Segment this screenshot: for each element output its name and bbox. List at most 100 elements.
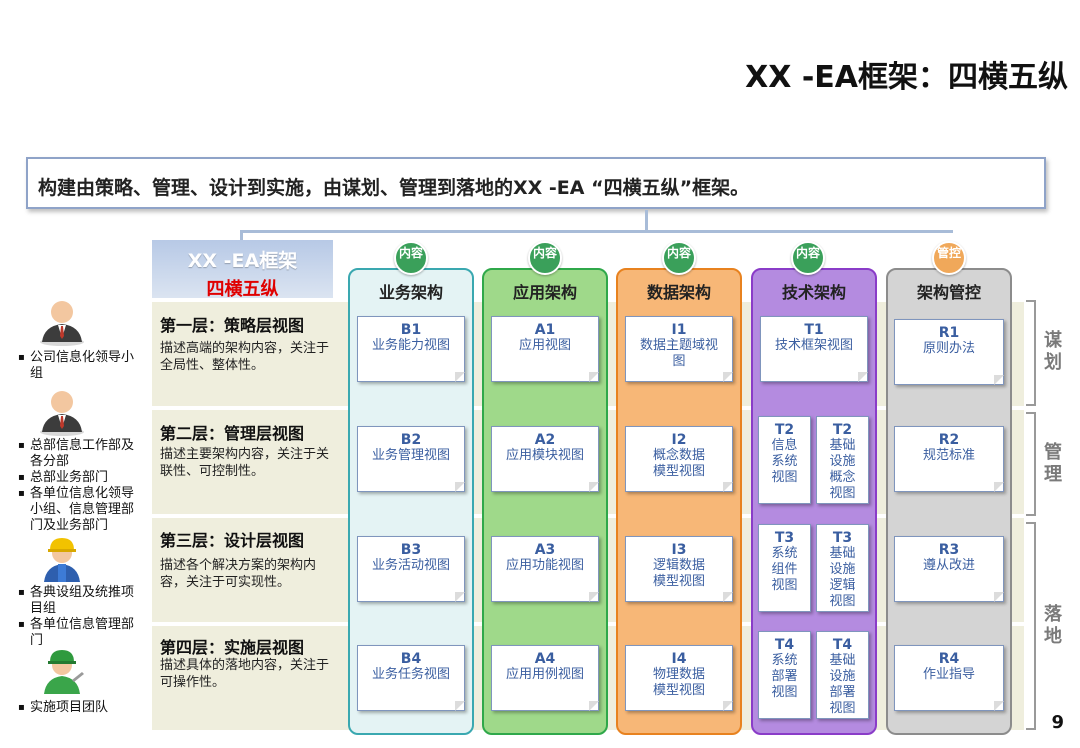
content-badge: 内容 <box>528 241 562 275</box>
manager-icon <box>40 301 84 346</box>
role-list-4: 实施项目团队 <box>18 700 146 716</box>
content-badge: 内容 <box>791 241 825 275</box>
card-name: 业务活动视图 <box>371 558 450 573</box>
card-name: 基础设施概念视图 <box>829 438 856 501</box>
bracket <box>1026 412 1036 516</box>
card-code: B3 <box>400 542 422 558</box>
card-code: T3 <box>774 530 795 546</box>
role-item: 总部业务部门 <box>18 470 146 486</box>
connector-line <box>240 230 243 242</box>
card-name: 规范标准 <box>922 448 975 463</box>
role-list-3: 各典设组及统推项目组 各单位信息管理部门 <box>18 585 146 649</box>
framework-subtitle: 四横五纵 <box>206 279 279 300</box>
card-name: 业务能力视图 <box>371 338 450 353</box>
layer-desc-1: 描述高端的架构内容，关注于全局性、整体性。 <box>160 341 330 373</box>
content-badge: 内容 <box>662 241 696 275</box>
card-name: 应用模块视图 <box>505 448 584 463</box>
framework-label: XX -EA框架 四横五纵 <box>152 240 333 300</box>
headline-banner: 构建由策略、管理、设计到实施，由谋划、管理到落地的XX -EA “四横五纵”框架… <box>26 157 1046 209</box>
card-code: A3 <box>534 542 556 558</box>
worker-icon <box>44 650 84 694</box>
side-label-plan: 谋划 <box>1044 330 1062 373</box>
card-code: R1 <box>938 325 960 341</box>
layer-title-3: 第三层：设计层视图 <box>160 531 305 550</box>
connector-line <box>645 210 648 232</box>
card-code: B4 <box>400 651 422 667</box>
content-badge: 内容 <box>394 241 428 275</box>
card-code: B2 <box>400 432 422 448</box>
layer-desc-4: 描述具体的落地内容，关注于可操作性。 <box>160 658 330 690</box>
card-code: T2 <box>774 422 795 438</box>
layer-title-2: 第二层：管理层视图 <box>160 424 305 443</box>
card-name: 逻辑数据模型视图 <box>652 558 705 589</box>
card-code: I1 <box>671 322 687 338</box>
role-item: 各单位信息管理部门 <box>18 617 146 649</box>
governance-badge: 管控 <box>932 241 966 275</box>
role-item: 公司信息化领导小组 <box>18 350 146 382</box>
bracket <box>1026 522 1036 730</box>
card-name: 业务管理视图 <box>371 448 450 463</box>
layer-title-4: 第四层：实施层视图 <box>160 638 305 657</box>
role-list-2: 总部信息工作部及各分部 总部业务部门 各单位信息化领导小组、信息管理部门及业务部… <box>18 438 146 534</box>
side-label-manage: 管理 <box>1044 442 1062 485</box>
card-code: R2 <box>938 432 960 448</box>
card-code: T3 <box>832 530 853 546</box>
column-title-application: 应用架构 <box>512 283 577 302</box>
layer-desc-3: 描述各个解决方案的架构内容，关注于可实现性。 <box>160 558 317 590</box>
card-name: 技术框架视图 <box>774 338 853 353</box>
bracket <box>1026 300 1036 406</box>
card-name: 作业指导 <box>922 667 975 682</box>
card-code: T4 <box>832 637 853 653</box>
page-title: XX -EA框架：四横五纵 <box>745 60 1068 95</box>
card-name: 应用视图 <box>518 338 571 353</box>
page-number: 9 <box>1051 712 1064 733</box>
role-list-1: 公司信息化领导小组 <box>18 350 146 382</box>
column-title-business: 业务架构 <box>378 283 443 302</box>
card-name: 数据主题域视图 <box>639 338 718 369</box>
column-title-technology: 技术架构 <box>781 283 846 302</box>
card-code: R4 <box>938 651 960 667</box>
card-code: I4 <box>671 651 687 667</box>
card-name: 业务任务视图 <box>371 667 450 682</box>
role-item: 各典设组及统推项目组 <box>18 585 146 617</box>
framework-name: XX -EA框架 <box>187 250 298 272</box>
side-label-implement: 落地 <box>1044 604 1062 647</box>
role-item: 实施项目团队 <box>18 700 146 716</box>
banner-text: 构建由策略、管理、设计到实施，由谋划、管理到落地的XX -EA “四横五纵”框架… <box>38 177 750 199</box>
card-name: 应用功能视图 <box>505 558 584 573</box>
connector-line <box>240 230 953 233</box>
layer-desc-2: 描述主要架构内容，关注于关联性、可控制性。 <box>160 447 330 479</box>
role-item: 总部信息工作部及各分部 <box>18 438 146 470</box>
card-code: T4 <box>774 637 795 653</box>
role-item: 各单位信息化领导小组、信息管理部门及业务部门 <box>18 486 146 534</box>
card-code: T1 <box>804 322 824 338</box>
card-code: B1 <box>400 322 422 338</box>
card-name: 遵从改进 <box>922 558 975 573</box>
layer-title-1: 第一层：策略层视图 <box>160 316 305 335</box>
card-name: 原则办法 <box>922 341 975 356</box>
card-code: A2 <box>534 432 556 448</box>
